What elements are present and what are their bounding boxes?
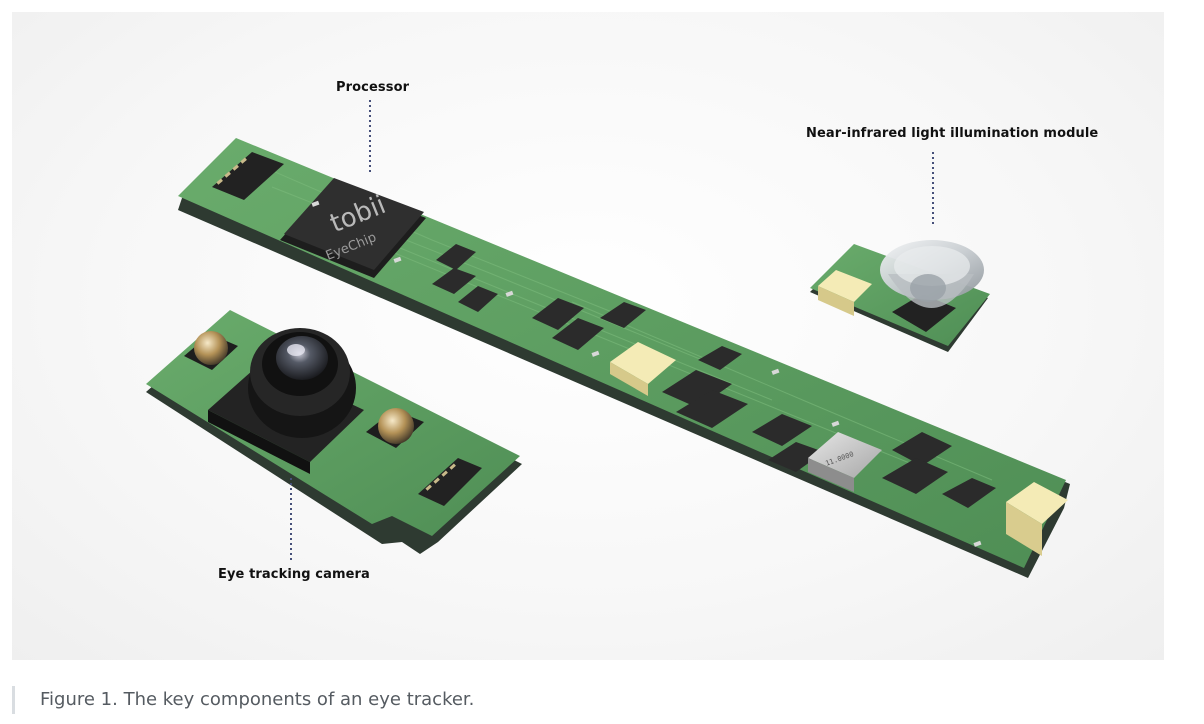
- eye-tracker-illustration: tobii EyeChip: [146, 100, 1070, 578]
- board-connectors: [610, 342, 1068, 556]
- callout-lines: [290, 100, 934, 560]
- camera-module: [208, 328, 364, 474]
- illumination-module: [810, 240, 990, 352]
- main-circuit-board: tobii EyeChip: [178, 138, 1070, 578]
- figure-caption: Figure 1. The key components of an eye t…: [40, 689, 475, 710]
- eye-tracking-camera-label: Eye tracking camera: [218, 567, 370, 582]
- processor-chip: tobii EyeChip: [280, 178, 426, 278]
- caption-accent-bar: [12, 686, 15, 714]
- illumination-module-label: Near-infrared light illumination module: [806, 126, 1099, 141]
- crystal-oscillator: 11.0000: [808, 432, 882, 492]
- product-figure: tobii EyeChip: [12, 12, 1164, 660]
- processor-label: Processor: [336, 80, 410, 95]
- camera-board: [146, 310, 522, 554]
- camera-leds: [184, 331, 424, 448]
